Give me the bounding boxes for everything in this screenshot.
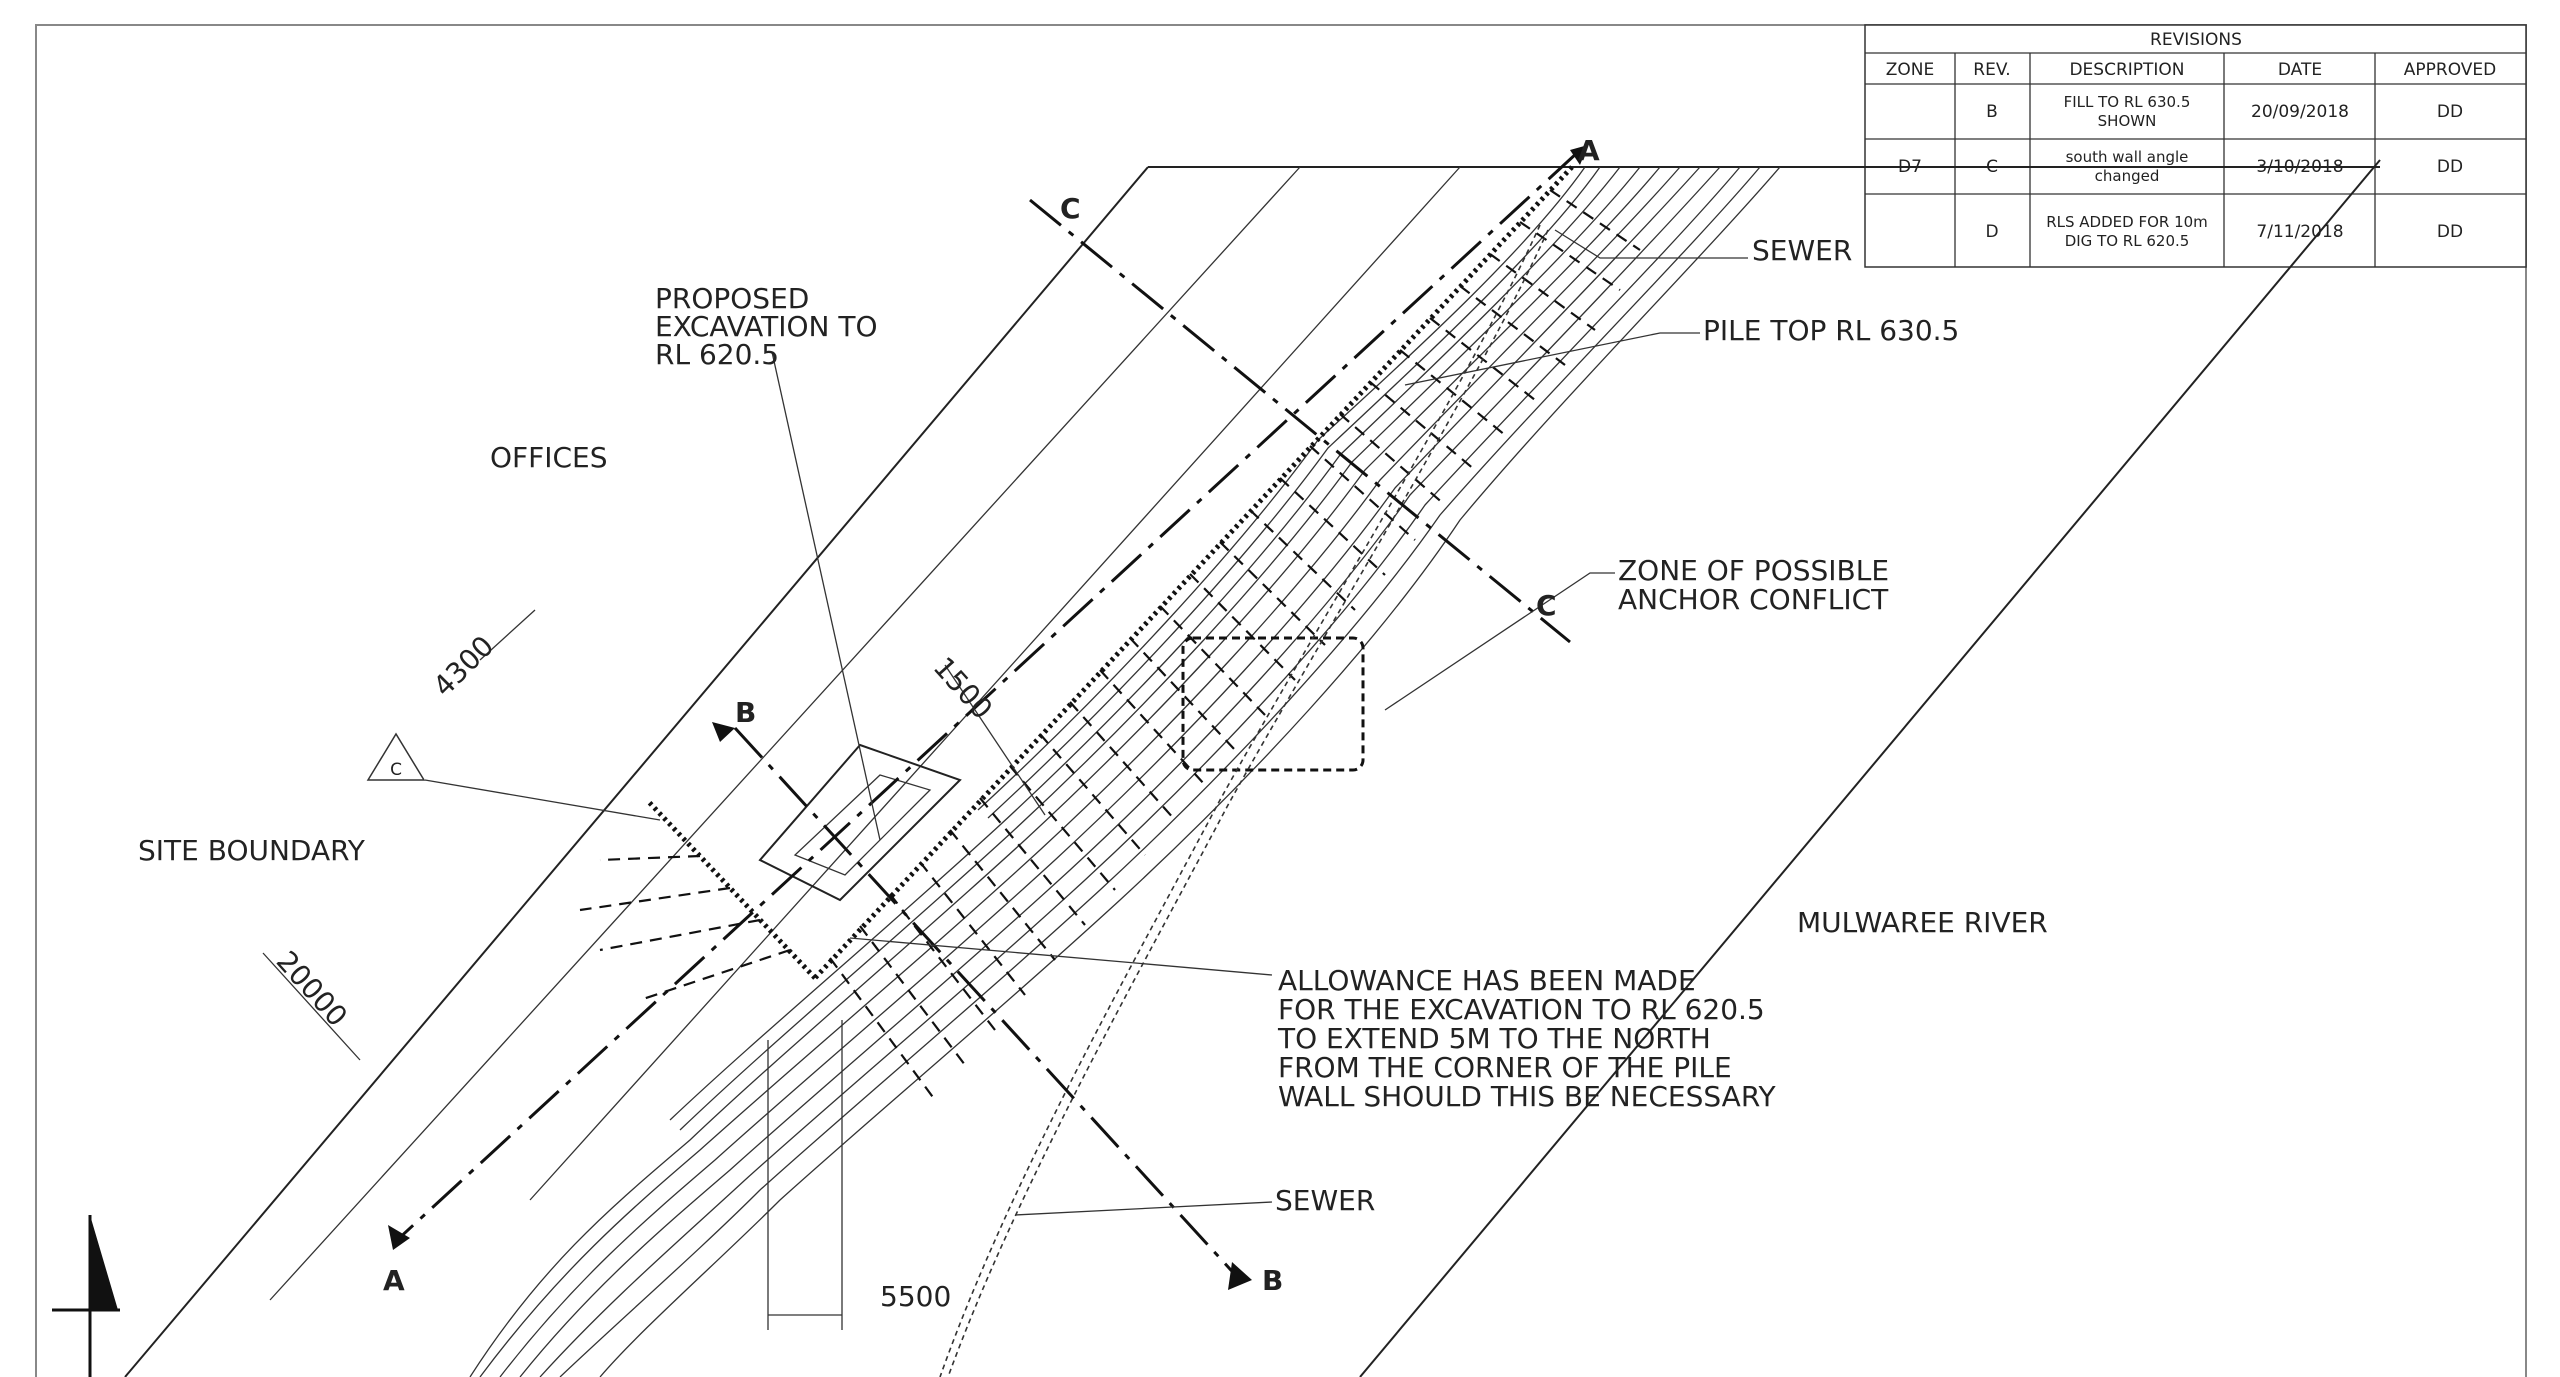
sewer-line (947, 229, 1549, 1377)
section-marker-c-top: C (1060, 192, 1081, 225)
anchor-conflict-zone (1181, 636, 1365, 772)
header-approved: APPROVED (2404, 60, 2497, 80)
row-rev: D (1985, 222, 1998, 242)
allowance-note-line4: FROM THE CORNER OF THE PILE (1278, 1051, 1732, 1084)
section-marker-a-top: A (1578, 134, 1600, 167)
proposed-excavation-label-line2: EXCAVATION TO (655, 310, 877, 343)
pile-wall-line (813, 165, 1574, 980)
row-description-line1: FILL TO RL 630.5 (2064, 93, 2191, 111)
proposed-excavation (758, 743, 962, 902)
section-line-c (1029, 198, 1571, 644)
river-bank-line (1359, 159, 2381, 1377)
contour-lines (469, 166, 1781, 1377)
section-line-b (733, 726, 1242, 1282)
site-boundary-line (124, 166, 1149, 1377)
allowance-note-line5: WALL SHOULD THIS BE NECESSARY (1278, 1080, 1776, 1113)
revisions-title: REVISIONS (2150, 30, 2242, 50)
section-line-a (393, 150, 1580, 1244)
allowance-note-line2: FOR THE EXCAVATION TO RL 620.5 (1278, 993, 1765, 1026)
dimension-4300: 4300 (427, 629, 501, 703)
section-marker-b-top: B (735, 696, 756, 729)
site-boundary-label: SITE BOUNDARY (138, 834, 366, 867)
revision-tag-label: C (390, 760, 402, 780)
section-cuts (388, 145, 1588, 1290)
row-description-line2: SHOWN (2098, 112, 2157, 130)
row-approved: DD (2437, 102, 2463, 122)
north-arrow-icon (52, 1215, 120, 1377)
anchor-conflict-label-line1: ZONE OF POSSIBLE (1618, 554, 1889, 587)
row-approved: DD (2437, 157, 2463, 177)
sewer-label-bottom: SEWER (1275, 1184, 1375, 1217)
dimension-5500: 5500 (880, 1280, 951, 1313)
drawing-labels: PROPOSED EXCAVATION TO RL 620.5 OFFICES … (138, 134, 2048, 1313)
road-edge-line (269, 166, 1301, 1301)
proposed-excavation-label-line1: PROPOSED (655, 282, 809, 315)
row-description-line2: DIG TO RL 620.5 (2065, 232, 2190, 250)
pile-wall-return (645, 798, 817, 980)
section-marker-b-bottom: B (1262, 1264, 1283, 1297)
row-approved: DD (2437, 222, 2463, 242)
allowance-note-line1: ALLOWANCE HAS BEEN MADE (1278, 964, 1696, 997)
header-zone: ZONE (1886, 60, 1935, 80)
row-rev: B (1986, 102, 1998, 122)
row-description-line1: RLS ADDED FOR 10m (2046, 213, 2208, 231)
section-marker-a-bottom: A (383, 1264, 405, 1297)
header-description: DESCRIPTION (2069, 60, 2184, 80)
row-date: 20/09/2018 (2251, 102, 2349, 122)
road-edge-line (529, 166, 1461, 1201)
revision-tag-triangle (366, 732, 426, 781)
pile-wall (645, 165, 1574, 980)
river-label: MULWAREE RIVER (1797, 906, 2048, 939)
header-rev: REV. (1973, 60, 2010, 80)
dimension-lines (262, 609, 1046, 1330)
proposed-excavation-label-line3: RL 620.5 (655, 338, 779, 371)
dimension-20000: 20000 (270, 945, 354, 1033)
row-date: 7/11/2018 (2256, 222, 2343, 242)
sewer-label-top: SEWER (1752, 234, 1852, 267)
leader-lines (424, 229, 1748, 1216)
sewer-line (939, 224, 1541, 1377)
offices-label: OFFICES (490, 441, 608, 474)
row-description-line1: south wall angle (2066, 148, 2189, 166)
ground-anchors (579, 189, 1641, 1101)
site-outlines (124, 159, 2381, 1377)
anchor-conflict-label-line2: ANCHOR CONFLICT (1618, 583, 1889, 616)
allowance-note-line3: TO EXTEND 5M TO THE NORTH (1277, 1022, 1711, 1055)
section-marker-c-bottom: C (1536, 589, 1557, 622)
pile-top-label: PILE TOP RL 630.5 (1703, 314, 1959, 347)
row-description-line2: changed (2095, 167, 2160, 185)
header-date: DATE (2278, 60, 2322, 80)
revisions-table: REVISIONS ZONE REV. DESCRIPTION DATE APP… (1864, 24, 2527, 268)
dimension-1500: 1500 (927, 651, 999, 726)
sheet-border (35, 24, 2527, 1377)
